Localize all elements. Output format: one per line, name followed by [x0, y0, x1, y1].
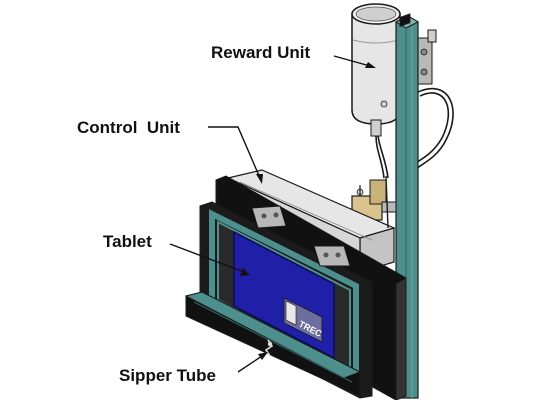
- leader-lines: [169, 55, 371, 373]
- sipper-tray: [184, 291, 362, 397]
- tablet-label: Tablet: [103, 232, 152, 251]
- reward-bottle: [351, 3, 401, 137]
- reward-unit-label: Reward Unit: [211, 43, 311, 62]
- control-unit-label: Control Unit: [77, 118, 180, 137]
- tablet-brackets: [251, 205, 351, 267]
- reward-tubing: [375, 87, 454, 179]
- tablet-screen: TREC: [233, 230, 335, 360]
- leader-arrowheads: [240, 62, 376, 360]
- sipper-tube-label: Sipper Tube: [119, 366, 216, 385]
